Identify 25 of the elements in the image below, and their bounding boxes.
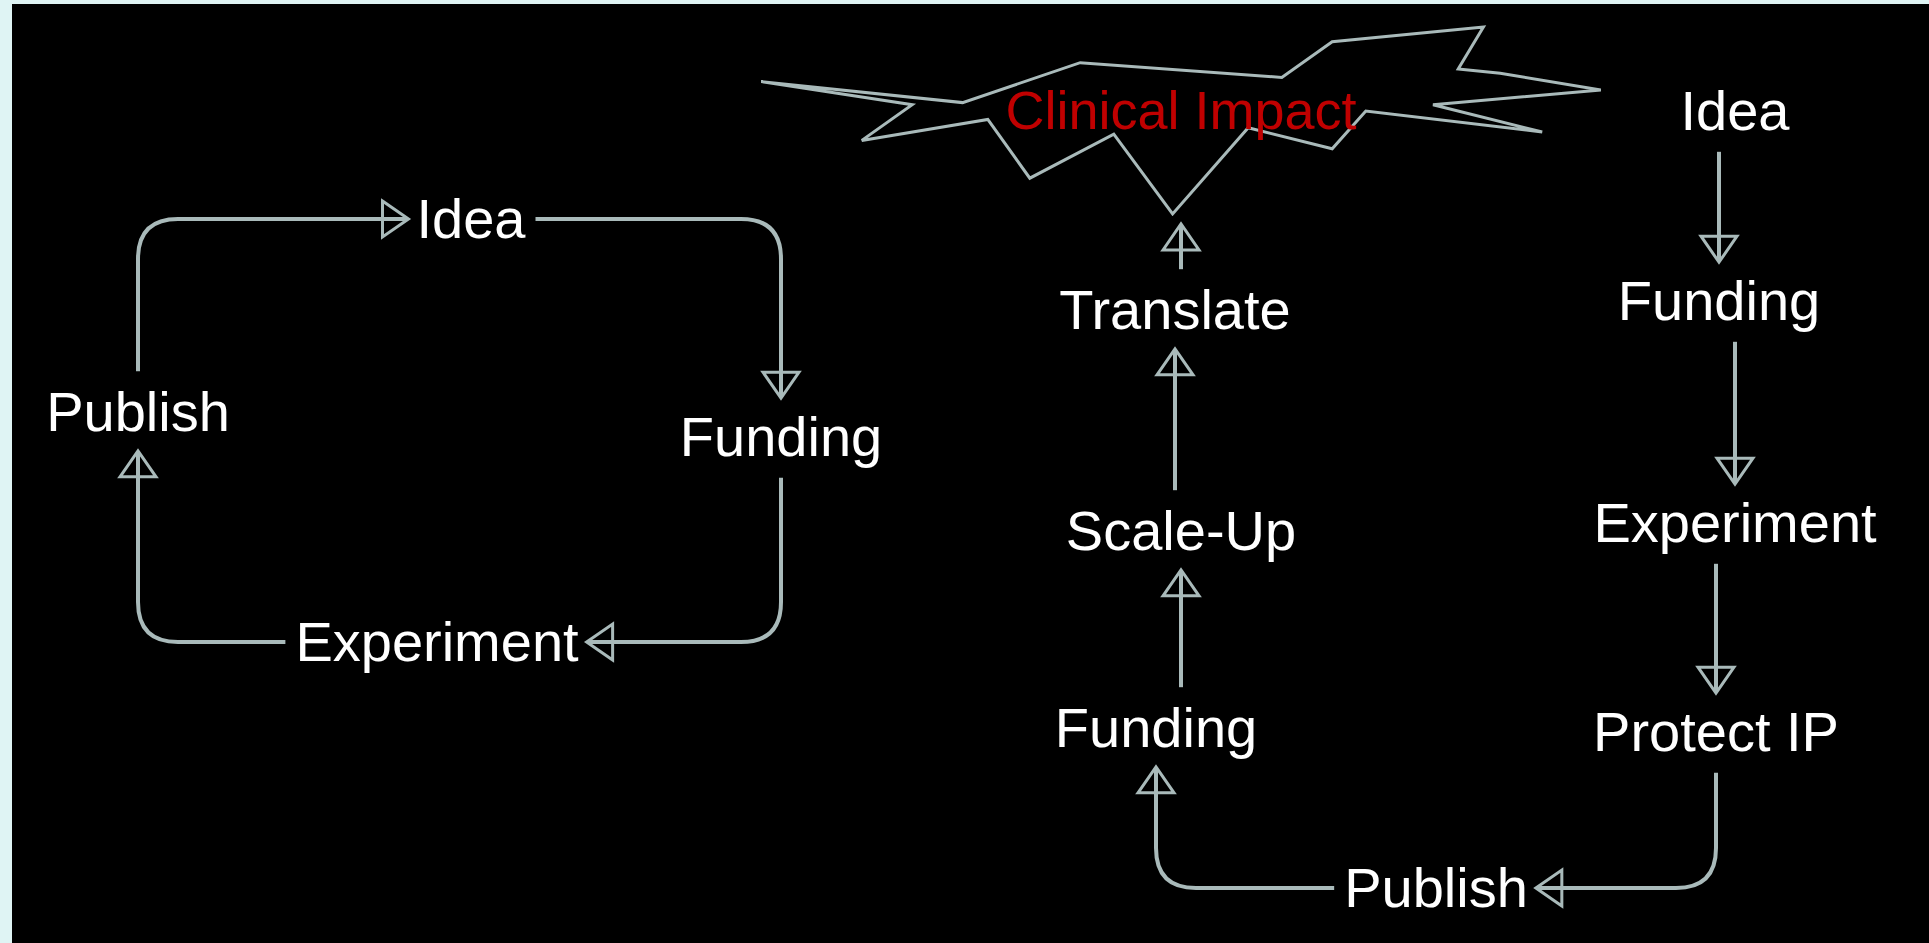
arrow — [1161, 222, 1201, 270]
arrow — [1155, 347, 1195, 491]
arrow — [1136, 765, 1335, 890]
step-label: Publish — [46, 381, 230, 443]
step-label: Experiment — [295, 611, 579, 673]
arrow — [1699, 151, 1739, 264]
step-label: Clinical Impact — [1005, 81, 1357, 141]
arrow — [118, 449, 286, 644]
step-label: Scale-Up — [1065, 500, 1297, 562]
arrow — [1534, 772, 1718, 908]
arrow — [585, 477, 783, 662]
step-label: Funding — [1617, 270, 1821, 332]
arrow — [1696, 563, 1736, 695]
step-label: Publish — [1344, 857, 1528, 919]
step-label: Funding — [679, 406, 883, 468]
arrow — [1715, 341, 1755, 486]
step-label: Idea — [416, 188, 526, 250]
step-label: Translate — [1059, 279, 1291, 341]
step-label: Funding — [1054, 697, 1258, 759]
arrow — [136, 199, 410, 372]
arrow — [1161, 568, 1201, 688]
step-label: Experiment — [1593, 492, 1877, 554]
step-label: Idea — [1680, 80, 1790, 142]
arrow — [535, 217, 801, 400]
step-label: Protect IP — [1593, 701, 1839, 763]
